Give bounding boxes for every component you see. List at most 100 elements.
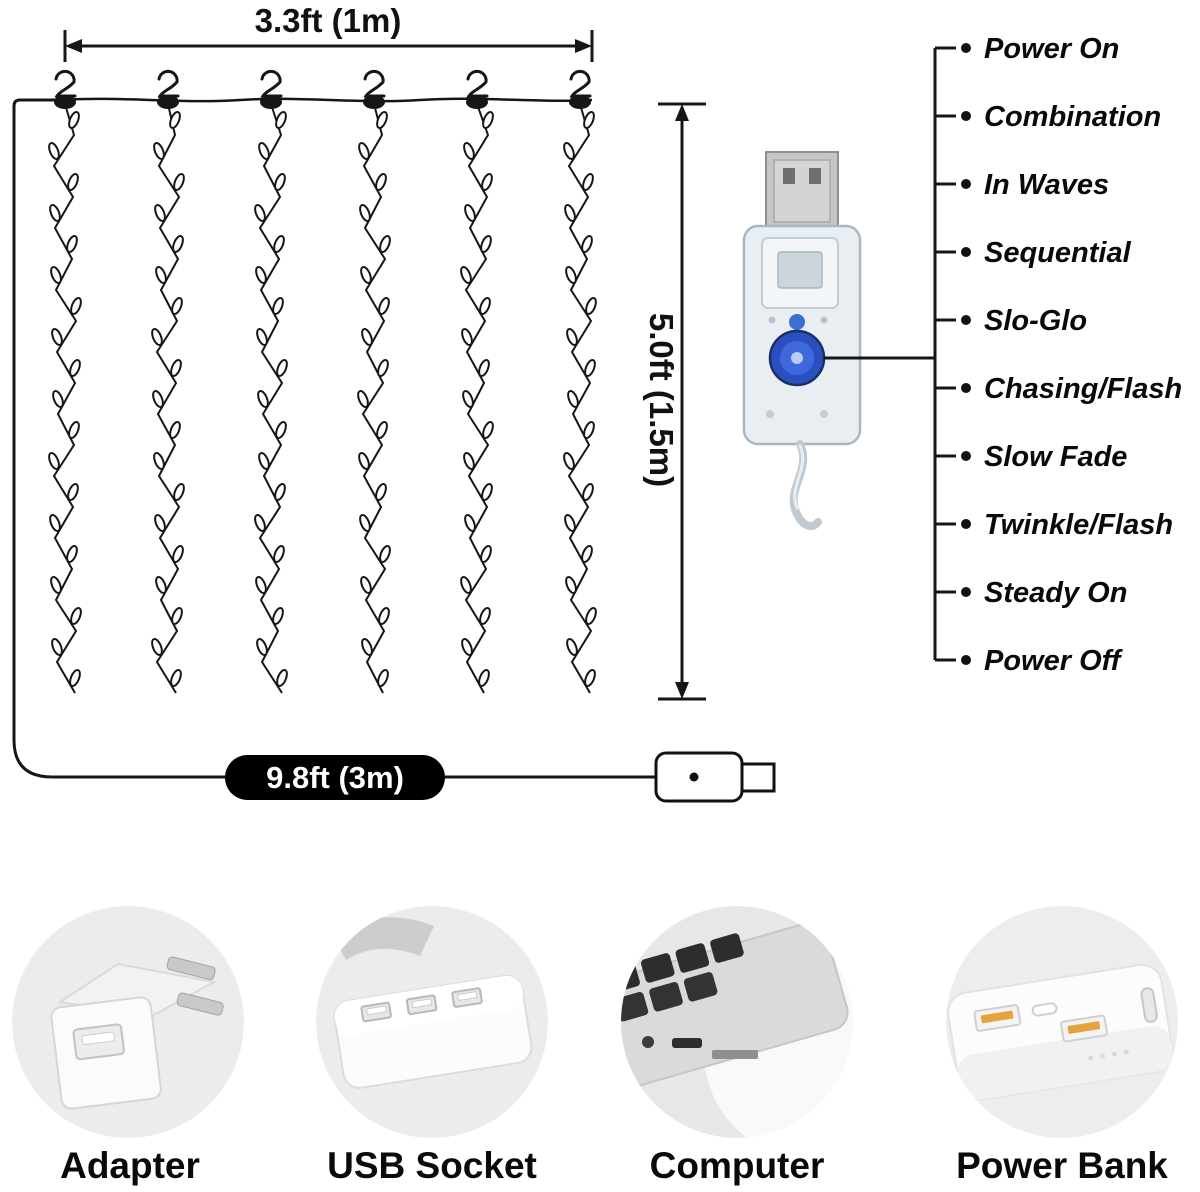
led-bulb — [274, 482, 286, 502]
audio-jack — [642, 1036, 654, 1048]
led-bulb — [258, 141, 270, 161]
led-bulb — [460, 265, 472, 285]
bullet-dot — [961, 383, 971, 393]
controller-detail-dot — [768, 316, 776, 324]
mode-item: In Waves — [935, 169, 1109, 201]
power-bank-led — [1123, 1049, 1129, 1055]
power-bank-button — [1140, 987, 1158, 1023]
led-bulb — [564, 513, 576, 533]
led-bulb — [464, 513, 476, 533]
led-bulb — [482, 420, 494, 440]
mode-label: Slow Fade — [984, 441, 1127, 473]
led-bulb — [565, 575, 577, 595]
power-bank-usb-tongue — [980, 1010, 1014, 1024]
mode-label: Chasing/Flash — [984, 373, 1182, 405]
led-bulb — [583, 110, 595, 130]
led-bulb — [49, 203, 61, 223]
led-bulb — [171, 296, 183, 316]
led-bulb — [461, 327, 473, 347]
led-bulb — [257, 389, 269, 409]
led-bulb — [464, 203, 476, 223]
led-bulb — [478, 668, 490, 688]
bullet-dot — [961, 587, 971, 597]
led-bulb — [255, 265, 267, 285]
led-bulb — [376, 110, 388, 130]
wire-clip — [466, 95, 488, 109]
mode-item: Slow Fade — [935, 441, 1127, 473]
bullet-dot — [961, 179, 971, 189]
led-bulb — [273, 544, 285, 564]
led-bulb — [70, 606, 82, 626]
hanging-hook — [260, 69, 283, 98]
lead-length: 9.8ft (3m) — [225, 751, 776, 803]
usb-plug-inner — [773, 159, 831, 223]
arrowhead-down — [675, 682, 689, 699]
led-bulb — [272, 296, 284, 316]
led-bulb — [151, 637, 163, 657]
led-bulb — [566, 637, 578, 657]
led-bulb — [359, 203, 371, 223]
led-bulb — [461, 637, 473, 657]
keyboard-key — [649, 982, 683, 1012]
led-bulb — [272, 606, 284, 626]
adapter-usb-tongue — [81, 1031, 115, 1046]
led-bulb — [479, 606, 491, 626]
power-option-adapter: Adapter — [12, 906, 244, 1186]
mode-item: Sequential — [935, 237, 1132, 269]
led-bulb — [274, 172, 286, 192]
led-bulb — [152, 389, 164, 409]
lead-wire-left — [12, 98, 225, 779]
led-bulb — [256, 637, 268, 657]
keyboard-key — [710, 933, 744, 963]
led-bulb — [276, 358, 288, 378]
led-bulb — [480, 234, 492, 254]
led-bulb — [275, 110, 287, 130]
bullet-dot — [961, 519, 971, 529]
led-bulb — [375, 482, 387, 502]
card-slot — [712, 1050, 758, 1059]
led-bulb — [273, 234, 285, 254]
mode-label: Combination — [984, 101, 1161, 133]
mode-label: Sequential — [984, 237, 1132, 269]
bullet-dot — [961, 315, 971, 325]
led-bulb — [563, 141, 575, 161]
power-label-adapter: Adapter — [60, 1145, 200, 1186]
led-bulb — [275, 420, 287, 440]
led-bulb — [358, 451, 370, 471]
usb-port-slot — [672, 1038, 702, 1048]
led-bulb — [171, 606, 183, 626]
wire-clip — [157, 95, 179, 109]
led-bulb — [155, 265, 167, 285]
led-bulb — [169, 110, 181, 130]
led-bulb — [151, 327, 163, 347]
led-bulb — [482, 110, 494, 130]
led-bulb — [67, 482, 79, 502]
led-bulb — [360, 265, 372, 285]
controller-screw — [766, 410, 774, 418]
mode-label: Twinkle/Flash — [984, 509, 1173, 541]
bullet-dot — [961, 247, 971, 257]
controller-chip — [777, 251, 823, 289]
bullet-dot — [961, 111, 971, 121]
bullet-dot — [961, 451, 971, 461]
top-wire — [59, 97, 593, 103]
led-bulb — [563, 451, 575, 471]
adapter-prong — [166, 956, 216, 981]
led-bulb — [49, 513, 61, 533]
arrowhead-up — [675, 104, 689, 121]
wire-clip — [569, 95, 591, 109]
led-bulb — [479, 296, 491, 316]
led-bulb — [48, 141, 60, 161]
led-bulb — [69, 358, 81, 378]
hanging-hook — [54, 69, 77, 98]
led-bulb — [360, 575, 372, 595]
mode-list: Power On Combination In Waves Sequential… — [933, 33, 1182, 677]
usb-connector-tip — [740, 762, 776, 793]
bullet-dot — [961, 43, 971, 53]
hanging-hook — [157, 69, 180, 98]
mode-item: Combination — [935, 101, 1161, 133]
led-bulb — [68, 110, 80, 130]
led-bulb — [358, 141, 370, 161]
led-bulb — [256, 327, 268, 347]
